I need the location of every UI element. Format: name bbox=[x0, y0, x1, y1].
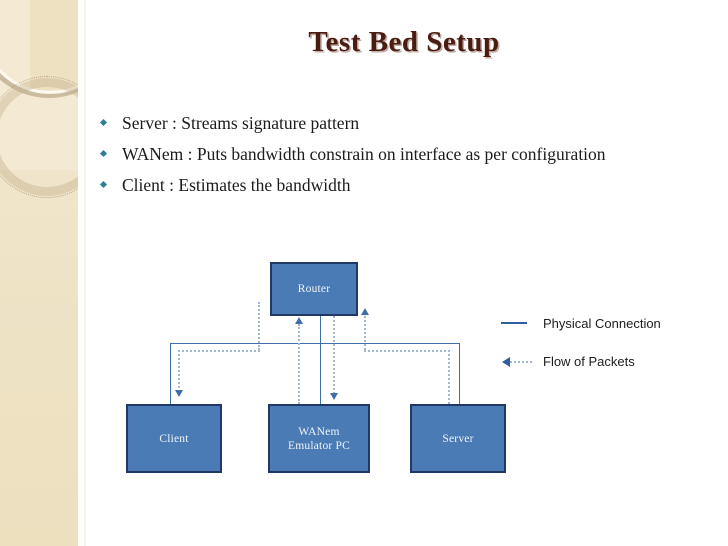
list-item-label: Server : Streams signature pattern bbox=[122, 113, 360, 133]
legend-flow-of-packets-label: Flow of Packets bbox=[543, 354, 635, 369]
sidebar-edge-line bbox=[84, 0, 86, 546]
legend-flow-arrow-icon bbox=[502, 357, 510, 367]
list-item: WANem : Puts bandwidth constrain on inte… bbox=[98, 143, 716, 165]
node-wanem-label-line1: WANem bbox=[298, 425, 340, 438]
flow-wanem-to-router-vertical bbox=[298, 324, 300, 404]
node-router-label: Router bbox=[297, 283, 331, 295]
list-item: Server : Streams signature pattern bbox=[98, 112, 716, 134]
flow-server-horizontal bbox=[364, 350, 450, 352]
connector-drop-client bbox=[170, 343, 171, 404]
flow-server-to-router-vertical bbox=[364, 316, 366, 350]
legend-physical-connection-swatch bbox=[501, 322, 527, 324]
node-wanem-label-line2: Emulator PC bbox=[288, 439, 350, 452]
flow-router-left-vertical bbox=[258, 302, 260, 350]
node-wanem-label: WANem Emulator PC bbox=[288, 425, 350, 453]
decorative-sidebar bbox=[0, 0, 78, 546]
sidebar-white-gap bbox=[78, 0, 84, 546]
connector-bus-right bbox=[320, 343, 460, 344]
node-client-label: Client bbox=[159, 432, 189, 445]
legend-physical-connection-label: Physical Connection bbox=[543, 316, 661, 331]
legend-flow-of-packets-swatch bbox=[510, 361, 532, 363]
node-client[interactable]: Client bbox=[126, 404, 222, 473]
node-server-label: Server bbox=[442, 432, 474, 445]
flow-to-client-vertical bbox=[178, 350, 180, 392]
connector-drop-server bbox=[459, 343, 460, 404]
flow-arrow-router-icon bbox=[295, 317, 303, 324]
connector-drop-wanem bbox=[320, 343, 321, 404]
flow-router-to-wanem-vertical bbox=[333, 316, 335, 394]
list-item: Client : Estimates the bandwidth bbox=[98, 174, 716, 196]
sidebar-ring-dotted-icon bbox=[0, 76, 78, 198]
bullet-list: Server : Streams signature pattern WANem… bbox=[98, 112, 716, 205]
node-wanem-emulator-pc[interactable]: WANem Emulator PC bbox=[268, 404, 370, 473]
flow-arrow-router-right-icon bbox=[361, 308, 369, 315]
connector-router-trunk bbox=[320, 316, 321, 343]
flow-server-vertical bbox=[448, 350, 450, 404]
page-title: Test Bed Setup bbox=[308, 26, 500, 58]
connector-bus-left bbox=[170, 343, 320, 344]
flow-to-client-horizontal bbox=[178, 350, 260, 352]
node-server[interactable]: Server bbox=[410, 404, 506, 473]
flow-arrow-client-icon bbox=[175, 390, 183, 397]
list-item-label: Client : Estimates the bandwidth bbox=[122, 175, 351, 195]
list-item-label: WANem : Puts bandwidth constrain on inte… bbox=[122, 144, 606, 164]
flow-arrow-wanem-icon bbox=[330, 393, 338, 400]
node-router[interactable]: Router bbox=[270, 262, 358, 316]
